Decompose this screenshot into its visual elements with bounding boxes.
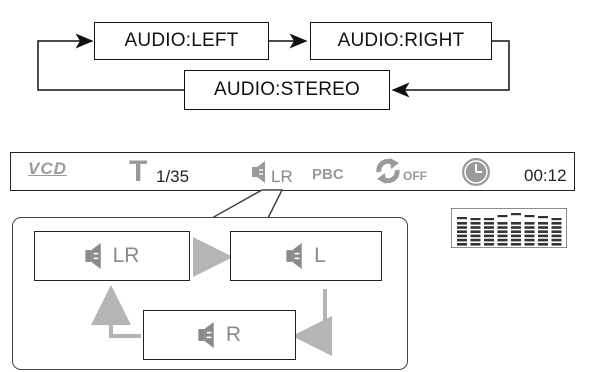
mode-right-box: R (143, 310, 296, 360)
audio-channel-indicator: LR (271, 167, 293, 186)
audio-right-box: AUDIO:RIGHT (310, 22, 492, 60)
pbc-indicator: PBC (312, 166, 344, 183)
equalizer-peak (484, 218, 494, 221)
equalizer-bar-segment (470, 230, 481, 233)
mode-stereo-box: LR (34, 231, 190, 281)
speaker-icon (84, 243, 101, 269)
speaker-icon (286, 243, 302, 269)
repeat-icon (376, 158, 400, 184)
equalizer-bar-segment (470, 222, 481, 225)
equalizer-bar-segment (470, 234, 481, 238)
equalizer-peak (538, 216, 548, 219)
equalizer-bar-segment (511, 230, 521, 233)
track-number: 1/35 (156, 167, 190, 186)
equalizer-bar-segment (457, 238, 467, 242)
equalizer-bar-segment (511, 226, 521, 229)
equalizer-bar-segment (497, 222, 508, 225)
equalizer-bar-segment (551, 243, 562, 246)
equalizer-bar-segment (497, 230, 508, 233)
equalizer-bar-segment (538, 234, 548, 238)
audio-right-label: AUDIO:RIGHT (337, 30, 465, 51)
equalizer-bar-segment (457, 222, 467, 225)
equalizer-bar-segment (551, 234, 562, 238)
equalizer-bar-segment (484, 230, 494, 233)
equalizer-bar-segment (524, 234, 535, 238)
equalizer-icon (451, 208, 567, 248)
equalizer-bar-segment (538, 230, 548, 233)
audio-left-box: AUDIO:LEFT (94, 22, 269, 60)
speaker-icon (252, 161, 265, 183)
audio-mode-panel: LR L R (12, 217, 408, 370)
equalizer-bar-segment (457, 226, 467, 229)
equalizer-bar-segment (497, 243, 508, 246)
equalizer-bar-segment (484, 226, 494, 229)
mode-stereo-label: LR (112, 244, 140, 267)
audio-left-label: AUDIO:LEFT (124, 30, 239, 51)
equalizer-bar-segment (457, 243, 467, 246)
equalizer-bar-segment (484, 238, 494, 242)
equalizer-bar-segment (484, 222, 494, 225)
equalizer-bar-segment (551, 222, 562, 225)
equalizer-bar-segment (524, 230, 535, 233)
arrow-stereo-to-left (37, 33, 184, 91)
equalizer-bar-segment (524, 226, 535, 229)
equalizer-bar-segment (497, 238, 508, 242)
equalizer-bar-segment (538, 226, 548, 229)
osd-bar: VCD T 1/35 LR PBC OFF 00:12 (10, 152, 575, 191)
arrow-l-to-r (292, 289, 332, 356)
equalizer-peak (457, 217, 467, 220)
repeat-state: OFF (403, 169, 427, 183)
equalizer-peak (511, 213, 521, 216)
elapsed-time: 00:12 (524, 166, 567, 185)
equalizer-bar-segment (511, 222, 521, 225)
audio-mode-arrows (91, 237, 332, 356)
equalizer-bar-segment (470, 226, 481, 229)
equalizer-bar-segment (551, 230, 562, 233)
equalizer-bar-segment (551, 238, 562, 242)
equalizer-bar-segment (524, 222, 535, 225)
equalizer-bar-segment (524, 243, 535, 246)
mode-left-label: L (314, 244, 326, 267)
mode-right-label: R (225, 323, 242, 346)
equalizer-bar-segment (511, 234, 521, 238)
equalizer-bar-segment (470, 243, 481, 246)
clock-icon (462, 158, 490, 186)
arrow-right-to-stereo (391, 40, 510, 98)
equalizer-bar-segment (538, 238, 548, 242)
equalizer-bar-segment (457, 230, 467, 233)
equalizer-bar-segment (538, 222, 548, 225)
equalizer-bar-segment (497, 226, 508, 229)
equalizer-bar-segment (470, 238, 481, 242)
speaker-icon (198, 322, 214, 348)
title-icon: T (129, 155, 148, 188)
equalizer-bar-segment (484, 243, 494, 246)
equalizer-bar-segment (457, 234, 467, 238)
equalizer-peak (551, 218, 562, 221)
vcd-logo: VCD (28, 159, 67, 178)
equalizer-bar-segment (538, 243, 548, 246)
equalizer-bar-segment (511, 238, 521, 242)
equalizer-bar-segment (511, 243, 521, 246)
equalizer-bar-segment (524, 238, 535, 242)
equalizer-peak (470, 218, 481, 221)
audio-stereo-label: AUDIO:STEREO (214, 79, 360, 100)
audio-stereo-box: AUDIO:STEREO (184, 70, 390, 110)
mode-left-box: L (230, 231, 382, 281)
arrow-r-to-lr (91, 285, 141, 338)
equalizer-peak (497, 215, 508, 218)
equalizer-bar-segment (497, 234, 508, 238)
equalizer-bar-segment (484, 234, 494, 238)
equalizer-peak (524, 215, 535, 218)
equalizer-bar-segment (551, 226, 562, 229)
